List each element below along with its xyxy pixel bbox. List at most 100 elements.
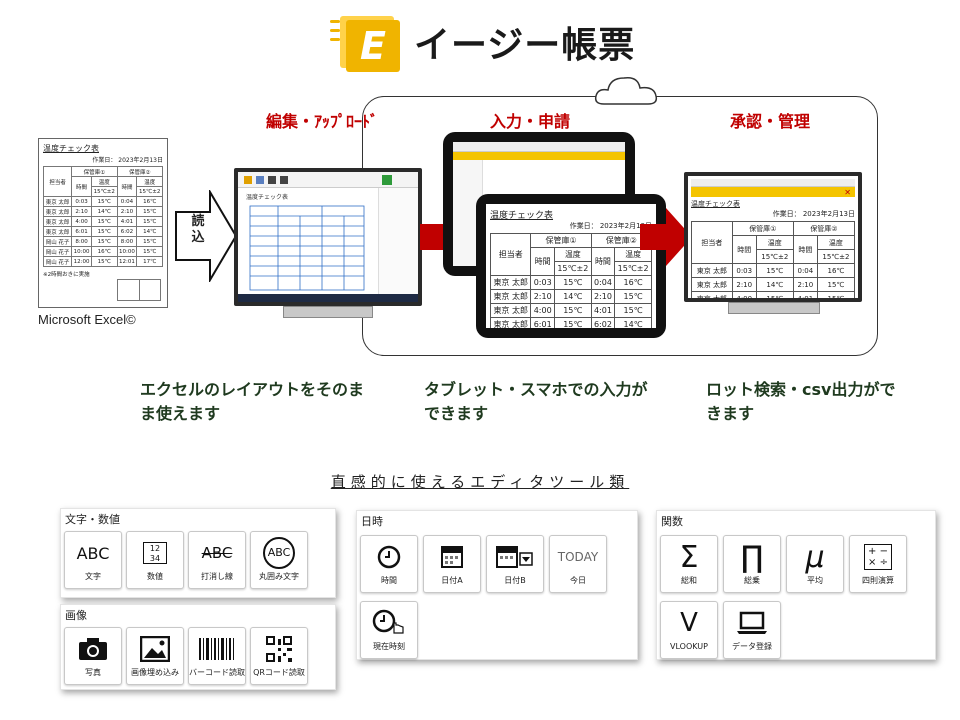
read-label: 読込 xyxy=(191,214,205,245)
stage-edit-title: 編集・ｱｯﾌﾟﾛｰﾄﾞ xyxy=(266,112,379,131)
table-cell: 15℃ xyxy=(136,246,163,257)
table-cell: 0:03 xyxy=(71,196,92,207)
editor-toolbar xyxy=(238,172,418,188)
table-cell: 14℃ xyxy=(553,289,592,304)
tablet-sheet-title: 温度チェック表 xyxy=(490,211,554,221)
table-cell: 16℃ xyxy=(816,263,856,278)
table-cell: 4:00 xyxy=(71,216,92,227)
tool-date-b-button[interactable]: 日付B xyxy=(486,535,544,593)
table-cell: 15℃ xyxy=(553,317,592,328)
editor-sheet-title: 温度チェック表 xyxy=(246,194,289,201)
tool-photo-button[interactable]: 写真 xyxy=(64,627,122,685)
clock-tap-icon xyxy=(361,606,417,640)
table-cell: 10:00 xyxy=(116,246,138,257)
panel-image: 画像 写真 画像埋め込み バーコード読取 QRコード読取 xyxy=(60,604,336,690)
table-cell: 0:04 xyxy=(792,263,818,278)
sigma-icon: Σ xyxy=(679,539,699,575)
table-cell: 2:10 xyxy=(71,206,92,217)
calendar-icon xyxy=(424,540,480,574)
tool-circled-text-button[interactable]: ABC 丸囲み文字 xyxy=(250,531,308,589)
tool-product-button[interactable]: ∏ 総乗 xyxy=(723,535,781,593)
arithmetic-icon: + − × ÷ xyxy=(850,540,906,574)
table-cell: 4:01 xyxy=(792,291,818,298)
tool-sum-button[interactable]: Σ 総和 xyxy=(660,535,718,593)
excel-sheet-table: 担当者 保管庫① 保管庫② 時間 温度 時間 温度 15℃±2 15℃±2 東京… xyxy=(42,166,164,267)
tool-qrcode-button[interactable]: QRコード読取 xyxy=(250,627,308,685)
logo-spark-icon xyxy=(330,20,342,50)
desc-tablet-input: タブレット・スマホでの入力ができます xyxy=(424,380,648,423)
panel-label: 画像 xyxy=(65,609,87,622)
table-cell: 東京 太郎 xyxy=(42,216,73,227)
table-cell: 東京 太郎 xyxy=(42,226,73,237)
browser-bar xyxy=(691,179,855,187)
tool-strikethrough-button[interactable]: ABC 打消し線 xyxy=(188,531,246,589)
excel-sheet-date: 作業日： 2023年2月13日 xyxy=(92,157,163,164)
tool-date-a-button[interactable]: 日付A xyxy=(423,535,481,593)
table-cell: 15℃ xyxy=(614,303,652,318)
table-cell: 東京 太郎 xyxy=(691,277,733,292)
tool-barcode-button[interactable]: バーコード読取 xyxy=(188,627,246,685)
table-cell: 岡山 花子 xyxy=(42,246,73,257)
brand-logo: E イージー帳票 xyxy=(330,14,650,76)
excel-sheet-thumbnail: 温度チェック表 作業日： 2023年2月13日 担当者 保管庫① 保管庫② 時間… xyxy=(38,138,168,308)
table-cell: 15℃ xyxy=(553,275,592,290)
table-cell: 15℃ xyxy=(136,216,163,227)
table-cell: 岡山 花子 xyxy=(42,236,73,247)
table-cell: 東京 太郎 xyxy=(489,289,532,304)
app-header xyxy=(453,152,625,160)
camera-icon xyxy=(65,632,121,666)
tool-average-button[interactable]: μ 平均 xyxy=(786,535,844,593)
close-icon[interactable]: ✕ xyxy=(844,188,851,197)
table-cell: 10:00 xyxy=(71,246,92,257)
panel-label: 文字・数値 xyxy=(65,513,120,526)
table-cell: 2:10 xyxy=(116,206,138,217)
table-cell: 0:04 xyxy=(590,275,616,290)
toolbar-icon xyxy=(382,175,392,185)
front-tablet: 温度チェック表 作業日： 2023年2月13日 担当者 保管庫① 保管庫② 時間… xyxy=(476,194,666,338)
table-cell: 14℃ xyxy=(614,317,652,328)
front-tablet-screen: 温度チェック表 作業日： 2023年2月13日 担当者 保管庫① 保管庫② 時間… xyxy=(486,204,656,328)
tool-current-time-button[interactable]: 現在時刻 xyxy=(360,601,418,659)
tool-time-button[interactable]: 時間 xyxy=(360,535,418,593)
editor-monitor: 温度チェック表 xyxy=(234,168,422,306)
table-cell: 8:00 xyxy=(116,236,138,247)
circled-text-icon: ABC xyxy=(251,536,307,570)
table-cell: 15℃ xyxy=(755,263,794,278)
table-cell: 東京 太郎 xyxy=(691,263,733,278)
monitor-stand xyxy=(728,302,820,314)
flow-arrow-icon xyxy=(640,208,692,266)
table-cell: 東京 太郎 xyxy=(691,291,733,298)
tool-today-button[interactable]: TODAY 今日 xyxy=(549,535,607,593)
table-cell: 14℃ xyxy=(90,206,118,217)
today-icon: TODAY xyxy=(557,550,599,564)
tool-number-button[interactable]: 12 34 数値 xyxy=(126,531,184,589)
table-cell: 12:00 xyxy=(71,256,92,267)
panel-functions: 関数 Σ 総和 ∏ 総乗 μ 平均 + − × ÷ 四則演算 V VLOOKUP… xyxy=(656,510,936,660)
tool-vlookup-button[interactable]: V VLOOKUP xyxy=(660,601,718,659)
tool-image-embed-button[interactable]: 画像埋め込み xyxy=(126,627,184,685)
toolbar-icon xyxy=(280,176,288,184)
laptop-icon xyxy=(724,606,780,640)
table-cell: 0:04 xyxy=(116,196,138,207)
tool-data-register-button[interactable]: データ登録 xyxy=(723,601,781,659)
table-cell: 16℃ xyxy=(136,196,163,207)
table-cell: 15℃ xyxy=(614,289,652,304)
stage-input-title: 入力・申請 xyxy=(490,112,571,131)
table-cell: 東京 太郎 xyxy=(489,317,532,328)
table-cell: 17℃ xyxy=(136,256,163,267)
table-cell: 東京 太郎 xyxy=(489,303,532,318)
tablet-sheet-date: 作業日： 2023年2月13日 xyxy=(569,222,652,230)
tool-arithmetic-button[interactable]: + − × ÷ 四則演算 xyxy=(849,535,907,593)
table-cell: 4:00 xyxy=(731,291,757,298)
stamp-boxes xyxy=(117,279,161,301)
tool-text-button[interactable]: ABC 文字 xyxy=(64,531,122,589)
